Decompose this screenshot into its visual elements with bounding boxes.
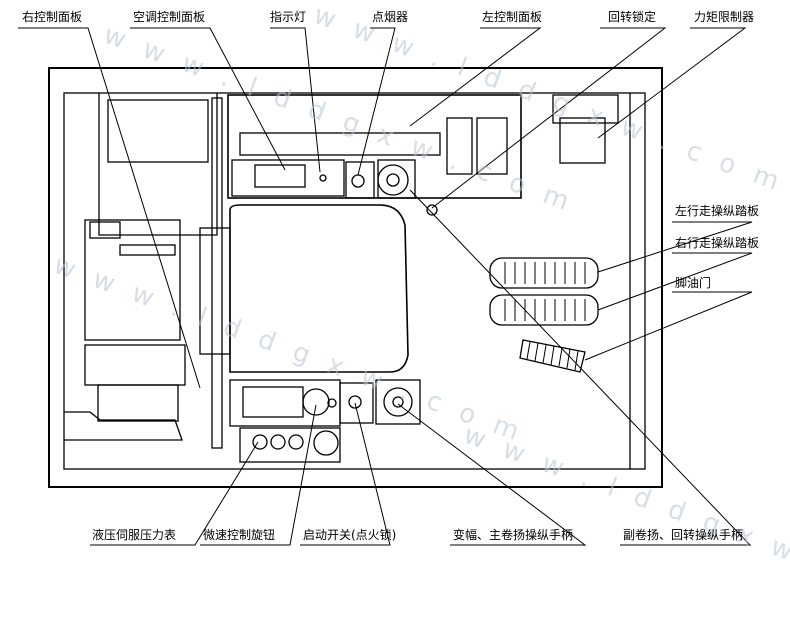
- diagram-canvas: w w w . l d d g x w . c o m w w w . l d …: [18, 0, 790, 619]
- leader-fine-knob: [200, 404, 317, 546]
- label-luffing-main-winch-handle: 变幅、主卷扬操纵手柄: [453, 528, 574, 542]
- leader-start: [300, 402, 391, 546]
- leader-left-pedal: [597, 221, 753, 273]
- label-aux-winch-swing-handle: 副卷扬、回转操纵手柄: [623, 528, 744, 542]
- relay-block-left: [446, 117, 473, 175]
- label-start-switch: 启动开关(点火锁): [303, 528, 397, 542]
- label-swing-lock: 回转锁定: [608, 10, 657, 24]
- torque-limiter-head: [552, 94, 619, 124]
- gauge-knob: [313, 430, 339, 456]
- seat-side-left: [199, 227, 231, 355]
- fine-control-knob-inner: [327, 398, 337, 408]
- torque-limiter-body: [559, 117, 606, 164]
- lower-left-display: [242, 386, 304, 418]
- lighter-box: [345, 161, 375, 199]
- valve-block-lower: [84, 344, 186, 386]
- leader-gauge: [90, 441, 259, 546]
- ac-panel-display: [254, 164, 306, 188]
- leader-luffing: [397, 403, 587, 546]
- gauge-3: [288, 434, 304, 450]
- top-control-switch-row: [239, 132, 441, 156]
- left-console: [98, 93, 218, 236]
- gauge-panel: [239, 427, 341, 463]
- label-right-travel-pedal: 右行走操纵踏板: [675, 236, 760, 250]
- ac-panel-box: [231, 159, 345, 197]
- label-fine-control-knob: 微速控制旋钮: [203, 528, 276, 542]
- relay-block-right: [476, 117, 508, 175]
- operator-seat: [229, 204, 409, 373]
- fine-control-knob-shape: [302, 388, 330, 416]
- lower-right-panel: [375, 379, 421, 425]
- leader-throttle: [584, 291, 753, 361]
- leader-left-panel: [409, 27, 542, 127]
- lighter-knob: [351, 174, 365, 188]
- leader-ac-panel: [130, 27, 286, 171]
- cab-layout-drawing: [18, 27, 753, 546]
- luffing-handle-outer: [383, 387, 413, 417]
- left-console-window: [107, 99, 209, 163]
- label-ac-control-panel: 空调控制面板: [133, 10, 206, 24]
- right-travel-pedal-shape: [489, 294, 599, 326]
- gauge-2: [270, 434, 286, 450]
- left-travel-pedal-shape: [489, 257, 599, 289]
- swing-knob-inner: [386, 173, 400, 187]
- left-console-strip: [211, 97, 223, 449]
- lower-mid-panel: [339, 382, 374, 424]
- leader-right-panel: [18, 27, 201, 389]
- label-torque-limiter: 力矩限制器: [694, 10, 755, 24]
- luffing-handle-inner: [392, 396, 404, 408]
- leader-lighter: [357, 27, 396, 176]
- label-right-control-panel: 右控制面板: [22, 10, 83, 24]
- label-left-control-panel: 左控制面板: [482, 10, 543, 24]
- leader-torque: [597, 27, 747, 139]
- cab-inner-frame: [63, 92, 646, 470]
- swing-knob-outer: [377, 164, 409, 196]
- indicator-lamp: [319, 174, 327, 182]
- label-left-travel-pedal: 左行走操纵踏板: [675, 204, 760, 218]
- label-hydraulic-servo-gauge: 液压伺服压力表: [92, 528, 177, 542]
- leader-aux-swing: [409, 189, 752, 546]
- valve-block-outline: [64, 411, 183, 441]
- valve-block-body: [84, 219, 181, 341]
- leader-right-pedal: [597, 252, 753, 311]
- lock-bolt: [426, 204, 438, 216]
- label-cigarette-lighter: 点烟器: [372, 10, 409, 24]
- valve-block-top: [89, 221, 121, 239]
- start-switch-shape: [348, 395, 362, 409]
- label-indicator-light: 指示灯: [270, 10, 307, 24]
- valve-block-base: [97, 384, 179, 422]
- leader-swing-lock: [431, 27, 667, 209]
- cab-outer-frame: [48, 67, 663, 488]
- valve-block-bracket: [119, 244, 176, 256]
- leader-indicator: [270, 27, 321, 173]
- gauge-1: [252, 434, 268, 450]
- label-throttle-pedal: 脚油门: [675, 276, 712, 290]
- throttle-pedal-shape: [519, 339, 586, 373]
